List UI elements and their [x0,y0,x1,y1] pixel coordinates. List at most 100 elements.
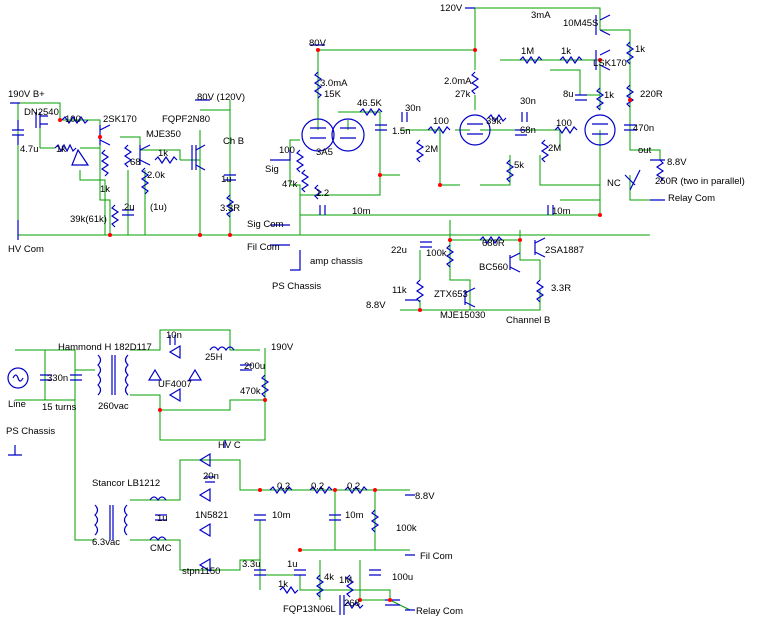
label-ps-chassis-b: PS Chassis [6,426,55,437]
resistor-250r [655,159,665,183]
label-r-680r: 680R [482,238,505,249]
label-c-10n: 10n [166,330,182,341]
label-line: Line [8,399,26,410]
label-c-10m-c: 10m [272,510,291,521]
resistor-0p2-c [344,485,368,495]
label-r-0p2-c: 0.2 [347,481,360,492]
capacitor-22u [420,241,432,248]
resistor-39k-b [487,113,507,123]
label-r-1k-d: 1k [561,46,571,57]
jfet-lsk170 [595,49,611,71]
label-c-1n5: 1.5n [392,126,411,137]
label-r-47k: 47k [282,179,298,190]
resistor-220r [625,84,635,108]
label-cmc: CMC [150,543,172,554]
resistor-100k-a [445,244,455,268]
capacitor-10m-a [319,205,326,215]
label-stpn1150: stpn1150 [182,566,220,577]
label-fil-com-b: Fil Com [420,551,453,562]
capacitor-68n [515,129,527,136]
capacitor-4u7 [12,120,24,145]
junctions [58,48,632,602]
label-r-100k-a: 100k [426,248,447,259]
label-r-100-c: 100 [433,116,449,127]
transformer-hammond-primary [97,354,102,396]
resistor-470k [260,374,270,398]
resistor-1k-d [559,55,583,65]
label-nc: NC [607,178,621,189]
label-r-4k: 4k [324,572,334,583]
resistor-1m-a [519,55,543,65]
label-uf4007: UF4007 [158,379,192,390]
label-hv-com: HV Com [8,244,44,255]
label-2ma: 2.0mA [444,76,472,87]
capacitor-1u-chb [224,174,236,181]
resistor-39k [110,204,120,228]
resistor-47k [300,169,310,193]
resistor-1k-g [279,585,299,595]
diode-zener [71,148,90,166]
resistor-1k-gate [154,155,178,165]
label-8v8-a: 8.8V [667,157,687,168]
label-sig: Sig [265,164,279,175]
capacitor-470n [624,124,636,131]
capacitor-2u [122,209,134,216]
resistor-3r3-b [535,279,545,303]
label-3ma: 3.0mA [320,78,348,89]
label-r-2m-b: 2M [548,143,561,154]
label-r-0p2-a: 0.2 [277,481,290,492]
capacitor-10m-c [254,514,266,521]
label-c-1u-b: 1u [157,513,168,524]
label-r-1m-b: 1M [339,575,352,586]
resistor-27k [470,71,480,95]
label-r-220r: 220R [640,89,663,100]
jfet-2sk170 [99,124,111,146]
resistor-100-grid [295,149,305,173]
transformer-stancor-primary [94,504,99,536]
label-tube-3a5: 3A5 [316,147,333,158]
label-190v: 190V [271,342,294,353]
label-r-46k5: 46.5K [357,98,382,109]
label-c-330n: 330n [47,373,68,384]
transistor-mje350 [139,144,151,166]
label-r-11k: 11k [392,285,407,296]
capacitor-8u [575,94,587,101]
label-r-68: 68 [130,157,141,168]
resistor-100k-b [370,509,380,533]
label-r-268: 268 [344,598,360,609]
label-3ma-b: 3mA [531,10,551,21]
label-c-100u: 100u [392,572,413,583]
chassis-ground [8,445,22,456]
label-c-68n: 68n [520,125,536,136]
resistor-1r2 [314,184,323,200]
resistor-5k [505,159,515,183]
transformer-hammond-secondary [124,354,129,396]
label-15-turns: 15 turns [42,402,77,413]
label-10m45s: 10M45S [563,18,598,29]
label-r-2k: 2.0k [147,170,165,181]
label-c-30n-b: 30n [520,96,536,107]
label-r-1k-e: 1k [635,44,645,55]
label-8v8-c: 8.8V [415,491,435,502]
capacitor-10n [169,335,176,345]
transistor-ztx653 [464,287,476,308]
capacitor-1n5 [375,124,387,131]
capacitor-3u3 [254,569,266,576]
resistor-100-c [554,125,578,135]
label-c-10m-a: 10m [352,206,371,217]
label-r-39k-b: 39k [486,116,502,127]
label-260vac: 260vac [98,401,129,412]
tube-3a5-left [301,118,335,152]
tube-stage2 [459,114,491,146]
capacitor-1u-c [294,569,306,576]
transistor-bc560 [509,252,521,273]
label-mje15030: MJE15030 [440,310,485,321]
label-relay-com-a: Relay Com [668,193,715,204]
capacitor-30n-b [521,112,528,122]
label-c-470n: 470n [633,123,654,134]
common-mode-choke [149,496,167,542]
label-2sk170: 2SK170 [103,114,137,125]
resistor-680r [479,235,503,245]
label-l-25h: 25H [205,352,223,363]
